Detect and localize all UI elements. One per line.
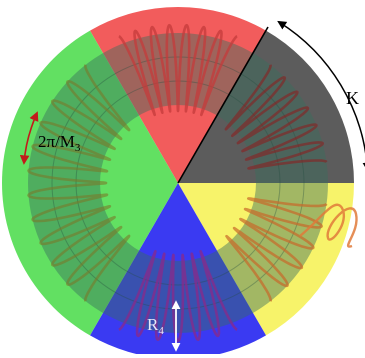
coil-path bbox=[118, 23, 238, 117]
coil-lead bbox=[299, 203, 358, 248]
coil-path bbox=[27, 64, 131, 302]
sector-green bbox=[2, 30, 178, 336]
radius-label-sub: 4 bbox=[158, 325, 164, 337]
angle-label: 2π/M3 bbox=[38, 132, 81, 154]
angle-label-main: 2π/M bbox=[38, 132, 75, 151]
k-label: K bbox=[346, 88, 359, 108]
angle-label-sub: 3 bbox=[75, 142, 81, 154]
coil-path bbox=[225, 197, 328, 302]
sector-divider-line bbox=[177, 26, 269, 184]
radius-label-main: R bbox=[147, 315, 159, 334]
radius-label: R4 bbox=[147, 315, 164, 337]
angle-arc-arrow bbox=[19, 111, 39, 165]
sector-blue bbox=[90, 183, 266, 358]
